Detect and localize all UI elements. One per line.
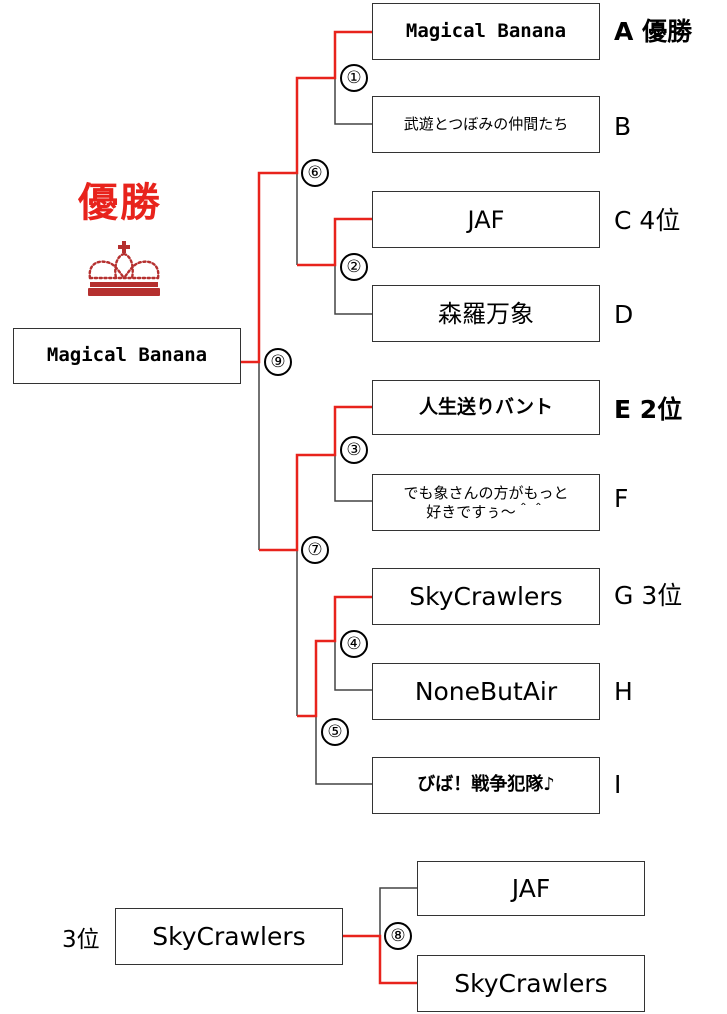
entry-c-box: JAF xyxy=(372,191,600,248)
third-place-label: 3位 xyxy=(62,927,100,953)
champion-heading: 優勝 xyxy=(78,180,162,226)
crown-icon xyxy=(88,241,160,296)
entry-c-label: C 4位 xyxy=(614,206,681,235)
entry-a-rank: 優勝 xyxy=(642,17,693,46)
match-6-marker: ⑥ xyxy=(301,159,329,187)
entry-g-box: SkyCrawlers xyxy=(372,568,600,625)
match-5-marker: ⑤ xyxy=(321,718,349,746)
match-9-marker: ⑨ xyxy=(264,348,292,376)
entry-b-box: 武遊とつぼみの仲間たち xyxy=(372,96,600,153)
third-place-entrant-1-box: JAF xyxy=(417,861,645,916)
entry-b-label: B xyxy=(614,112,632,141)
third-place-winner-box: SkyCrawlers xyxy=(115,908,343,965)
entry-f-label: F xyxy=(614,484,629,513)
entry-e-rank: 2位 xyxy=(639,395,683,424)
entry-c-rank: 4位 xyxy=(639,206,681,235)
match-8-marker: ⑧ xyxy=(384,922,412,950)
entry-h-box: NoneButAir xyxy=(372,663,600,720)
match-1-marker: ① xyxy=(340,64,368,92)
entry-i-label: I xyxy=(614,770,622,799)
entry-a-label: A 優勝 xyxy=(614,17,693,46)
entry-d-box: 森羅万象 xyxy=(372,285,600,342)
champion-name-box: Magical Banana xyxy=(13,328,241,384)
entry-f-box: でも象さんの方がもっと 好きですぅ～＾＾ xyxy=(372,474,600,531)
entry-d-label: D xyxy=(614,300,634,329)
entry-g-label: G 3位 xyxy=(614,581,683,610)
entry-i-box: びば！戦争犯隊♪ xyxy=(372,757,600,814)
match-3-marker: ③ xyxy=(340,436,368,464)
match-2-marker: ② xyxy=(340,253,368,281)
entry-e-label: E 2位 xyxy=(614,395,683,424)
entry-g-rank: 3位 xyxy=(641,581,683,610)
entry-e-box: 人生送りバント xyxy=(372,380,600,435)
match-7-marker: ⑦ xyxy=(301,536,329,564)
match-4-marker: ④ xyxy=(340,630,368,658)
third-place-entrant-2-box: SkyCrawlers xyxy=(417,955,645,1012)
entry-a-box: Magical Banana xyxy=(372,3,600,60)
entry-h-label: H xyxy=(614,677,633,706)
